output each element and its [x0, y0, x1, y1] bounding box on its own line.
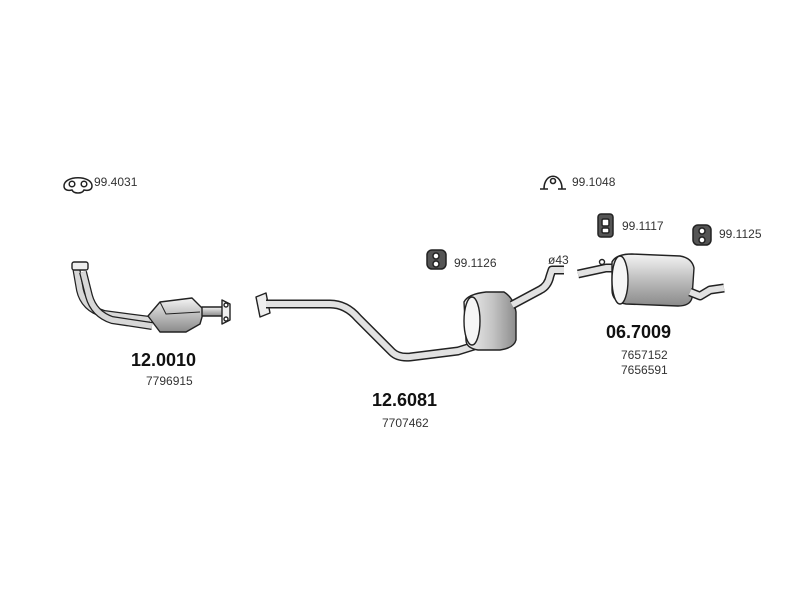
clamp-label: 99.1048: [572, 175, 616, 189]
hanger-label-b: 99.1125: [719, 227, 762, 241]
part-number-front-pipe: 12.0010: [131, 350, 197, 370]
rubber-hanger-icon: [597, 213, 614, 238]
oem-ref-intermediate-pipe: 7707462: [382, 416, 429, 430]
gasket-icon: [63, 177, 93, 194]
hanger-label-c: 99.1126: [454, 256, 497, 270]
pipe-diameter-label: ø43: [548, 253, 569, 267]
hanger-label-a: 99.1117: [622, 219, 664, 233]
front-pipe-catalytic-converter: [71, 261, 231, 333]
intermediate-pipe-silencer: [255, 265, 564, 362]
rubber-hanger-icon: [426, 249, 447, 270]
gasket-label: 99.4031: [94, 175, 138, 189]
clamp-icon: [540, 175, 566, 190]
oem-ref-rear-silencer-1: 7657152: [621, 348, 668, 362]
part-number-intermediate-pipe: 12.6081: [372, 390, 438, 410]
oem-ref-rear-silencer-2: 7656591: [621, 363, 668, 377]
part-number-rear-silencer: 06.7009: [606, 322, 672, 342]
rubber-hanger-icon: [692, 224, 712, 246]
oem-ref-front-pipe: 7796915: [146, 374, 193, 388]
rear-silencer: [577, 253, 725, 307]
